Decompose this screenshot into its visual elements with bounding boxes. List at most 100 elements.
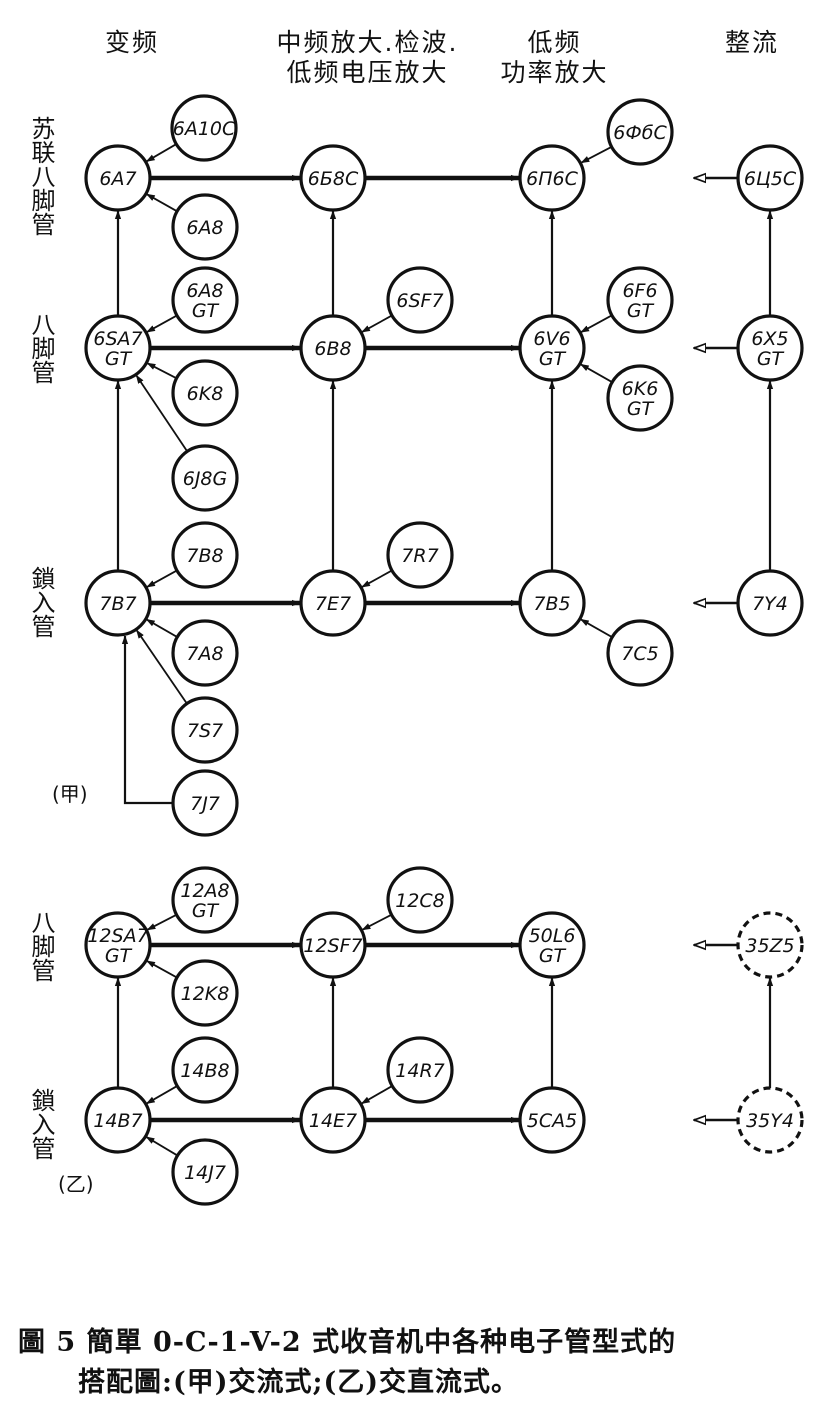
tube-label: GT bbox=[539, 348, 567, 370]
tube-node-7A8: 7A8 bbox=[171, 619, 239, 687]
tube-label: 14B8 bbox=[180, 1060, 229, 1082]
tube-node-14B8: 14B8 bbox=[171, 1036, 239, 1104]
arrow-6A10C-to-6A7 bbox=[145, 143, 177, 163]
tube-node-7S7: 7S7 bbox=[171, 696, 239, 764]
arrow-12C8-to-12SF7 bbox=[361, 913, 392, 931]
tube-node-7B5: 7B5 bbox=[518, 569, 586, 637]
tube-circle bbox=[736, 1086, 804, 1154]
arrow-14B8-to-14B7 bbox=[145, 1085, 178, 1105]
arrow-7J7-to-7B7 bbox=[121, 635, 173, 805]
tube-label: 6A10C bbox=[173, 118, 236, 140]
tube-circle bbox=[299, 144, 367, 212]
header-power-amp-line1: 低频 bbox=[527, 28, 582, 57]
tube-node-7R7: 7R7 bbox=[386, 521, 454, 589]
tube-label: 7J7 bbox=[190, 793, 220, 815]
tube-circle bbox=[736, 569, 804, 637]
tube-label: GT bbox=[539, 945, 567, 967]
tube-circle bbox=[299, 911, 367, 979]
tube-circle bbox=[386, 521, 454, 589]
arrow-7A8-to-7B7 bbox=[145, 618, 178, 638]
tube-circle bbox=[171, 1138, 239, 1206]
figure-caption-line2: 搭配圖:(甲)交流式;(乙)交直流式。 bbox=[78, 1367, 520, 1398]
arrow-12K8-to-12SA7GT bbox=[146, 960, 178, 979]
tube-node-7E7: 7E7 bbox=[299, 569, 367, 637]
tube-label: 35Z5 bbox=[745, 935, 794, 957]
tube-label: 6K8 bbox=[187, 383, 224, 405]
tube-label: 7B7 bbox=[99, 593, 136, 615]
tube-circle bbox=[386, 1036, 454, 1104]
arrow-6F6GT-to-6V6GT bbox=[580, 314, 613, 333]
tube-label: 6SF7 bbox=[396, 290, 443, 312]
tube-node-6A8: 6A8 bbox=[171, 193, 239, 261]
tube-circle bbox=[84, 569, 152, 637]
tube-label: 14J7 bbox=[184, 1162, 226, 1184]
header-if-amp-line2: 低频电压放大 bbox=[286, 58, 449, 87]
arrow-7B8-to-7B7 bbox=[146, 569, 178, 588]
tube-node-6ФбC: 6ФбC bbox=[606, 98, 674, 166]
tube-circle bbox=[518, 1086, 586, 1154]
tube-circle bbox=[84, 1086, 152, 1154]
tube-circle bbox=[518, 314, 586, 382]
tube-label: 7A8 bbox=[186, 643, 223, 665]
tube-label: 6F6 bbox=[622, 280, 657, 302]
tube-label: 6Б8C bbox=[308, 168, 359, 190]
tube-node-12SF7: 12SF7 bbox=[299, 911, 367, 979]
tube-node-6J8G: 6J8G bbox=[171, 444, 239, 512]
tube-node-35Z5: 35Z5 bbox=[736, 911, 804, 979]
tube-node-6A10C: 6A10C bbox=[170, 94, 238, 162]
tube-label: GT bbox=[105, 348, 133, 370]
tube-label: 7R7 bbox=[401, 545, 438, 567]
tube-circle bbox=[299, 569, 367, 637]
tube-node-14B7: 14B7 bbox=[84, 1086, 152, 1154]
tube-node-7B7: 7B7 bbox=[84, 569, 152, 637]
tube-node-7J7: 7J7 bbox=[171, 769, 239, 837]
tube-label: 6A7 bbox=[99, 168, 136, 190]
header-if-amp-line1: 中频放大.检波. bbox=[276, 28, 459, 57]
tube-label: 12C8 bbox=[395, 890, 445, 912]
tube-circle bbox=[84, 144, 152, 212]
tube-label: 14E7 bbox=[309, 1110, 357, 1132]
tube-label: 7B5 bbox=[533, 593, 570, 615]
tube-label: 6Ц5C bbox=[744, 168, 797, 190]
figure-caption-line1: 圖 5 簡單 0-C-1-V-2 式收音机中各种电子管型式的 bbox=[18, 1327, 677, 1358]
tube-label: 12SA7 bbox=[87, 925, 148, 947]
tube-circle bbox=[299, 1086, 367, 1154]
tube-label: GT bbox=[105, 945, 133, 967]
tube-label: 5CA5 bbox=[527, 1110, 577, 1132]
arrow-6A8GT-to-6SA7GT bbox=[146, 314, 178, 333]
tube-label: GT bbox=[757, 348, 785, 370]
arrow-7R7-to-7E7 bbox=[361, 569, 393, 588]
tube-label: 7B8 bbox=[186, 545, 223, 567]
side-label-loktal: 鎖入管 bbox=[27, 566, 55, 638]
tube-circle bbox=[606, 98, 674, 166]
tube-label: 6J8G bbox=[183, 468, 228, 490]
tube-node-6A7: 6A7 bbox=[84, 144, 152, 212]
tube-circle bbox=[518, 911, 586, 979]
tube-label: 6X5 bbox=[751, 328, 788, 350]
arrow-6SF7-to-6B8 bbox=[361, 314, 393, 333]
tube-circle bbox=[736, 144, 804, 212]
tube-label: 35Y4 bbox=[746, 1110, 794, 1132]
tube-circle bbox=[171, 696, 239, 764]
tube-circle bbox=[299, 314, 367, 382]
tube-node-14J7: 14J7 bbox=[171, 1138, 239, 1206]
side-label-soviet-octal: 苏联八脚管 bbox=[27, 116, 55, 236]
arrow-7C5-to-7B5 bbox=[579, 618, 613, 638]
tube-label: 6A8 bbox=[186, 217, 223, 239]
tube-label: GT bbox=[627, 398, 655, 420]
tube-label: 12K8 bbox=[181, 983, 230, 1005]
tube-node-6П6C: 6П6C bbox=[518, 144, 586, 212]
tube-label: 6V6 bbox=[533, 328, 570, 350]
tube-node-7B8: 7B8 bbox=[171, 521, 239, 589]
tube-label: GT bbox=[627, 300, 655, 322]
tube-node-6B8: 6B8 bbox=[299, 314, 367, 382]
tube-circle bbox=[171, 866, 239, 934]
tube-circle bbox=[386, 866, 454, 934]
tube-node-7C5: 7C5 bbox=[606, 619, 674, 687]
